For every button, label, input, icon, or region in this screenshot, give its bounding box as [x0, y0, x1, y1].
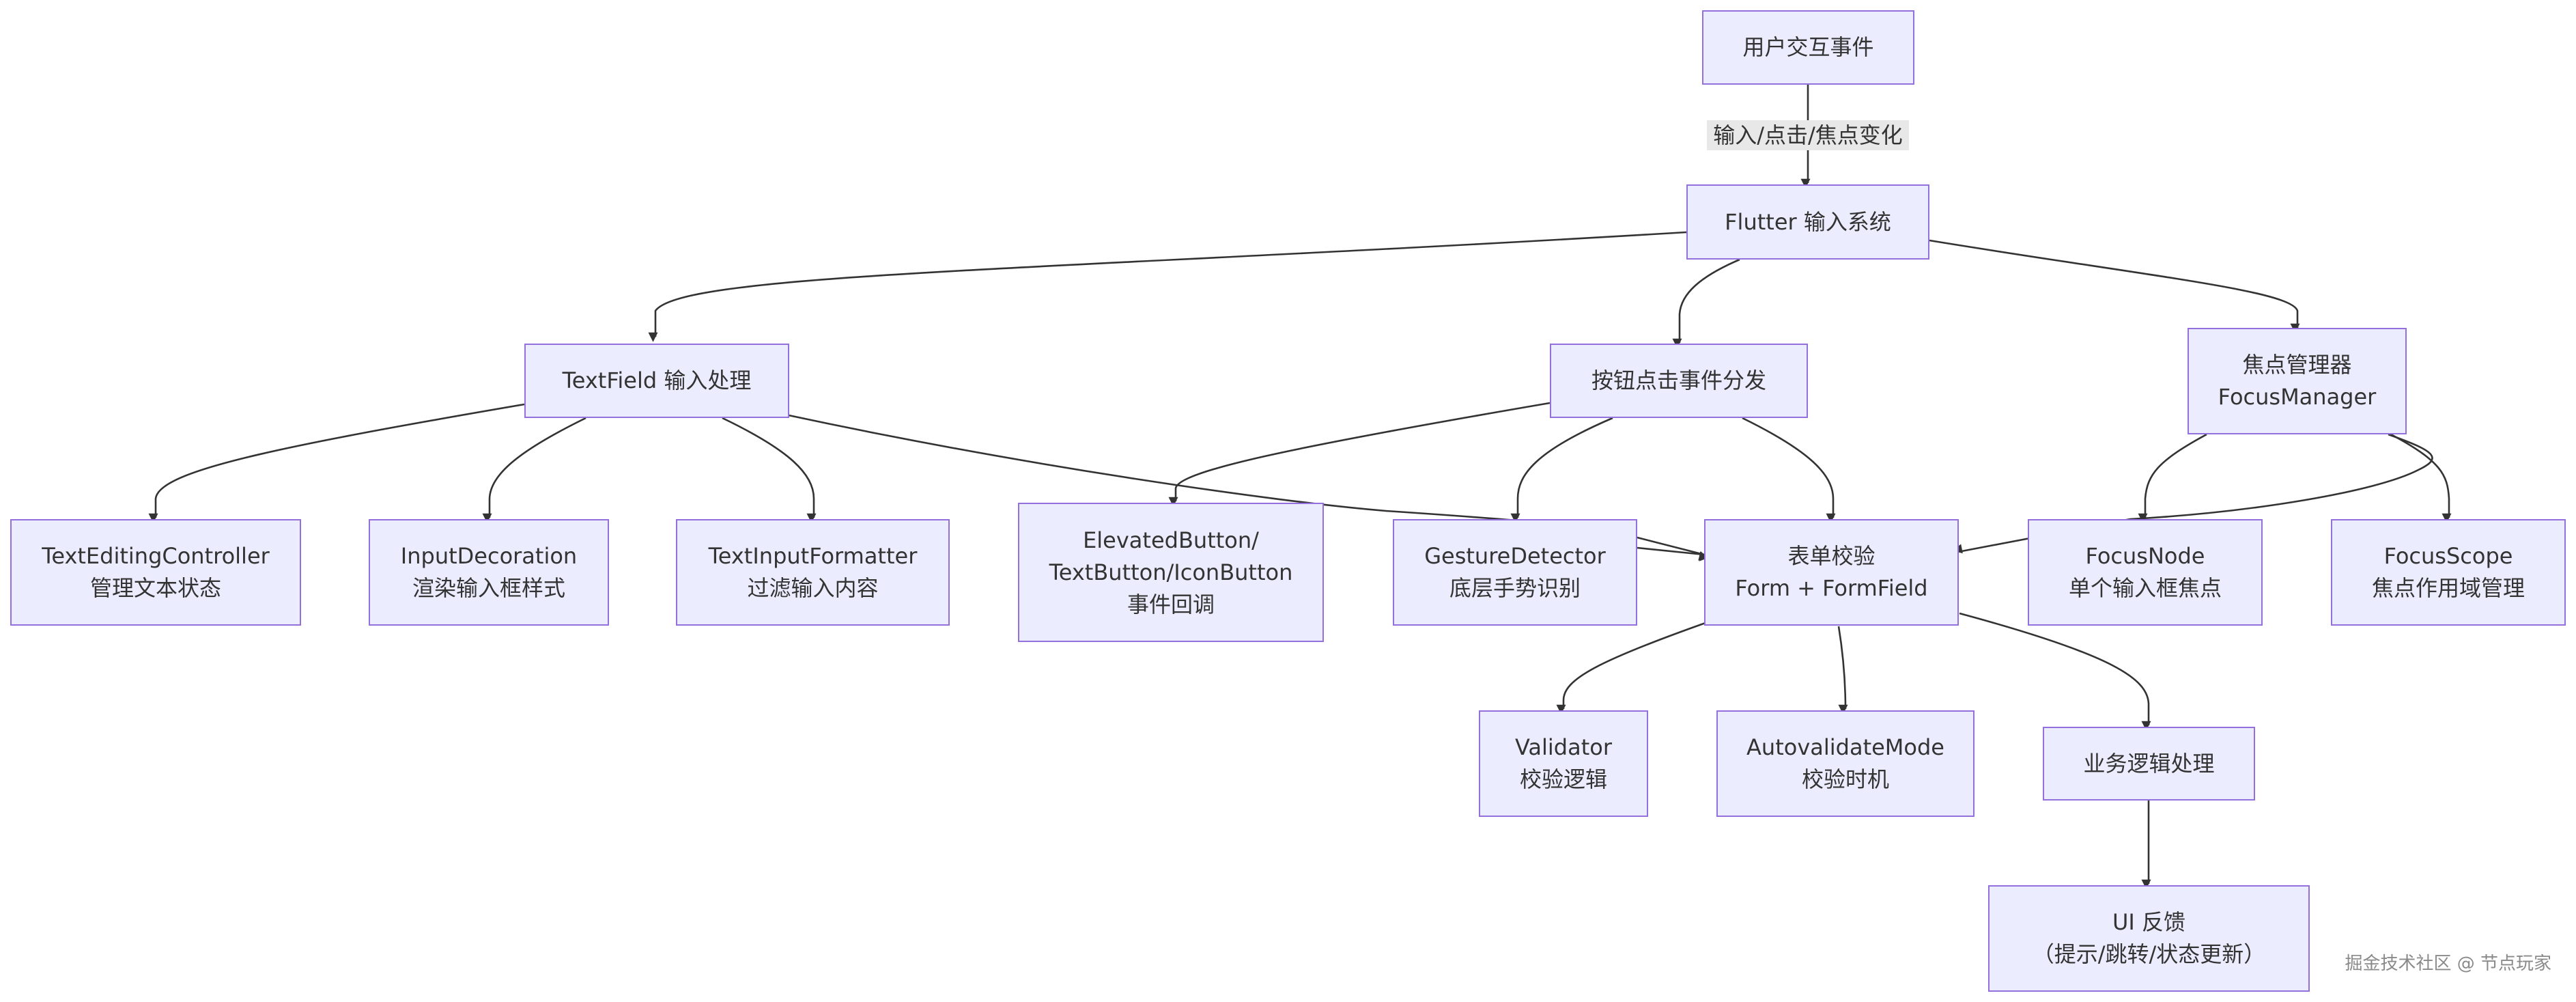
- node-label: TextField 输入处理: [562, 367, 752, 393]
- node-focus-scope: FocusScope 焦点作用域管理: [2331, 519, 2566, 626]
- node-material-buttons: ElevatedButton/ TextButton/IconButton 事件…: [1018, 503, 1324, 642]
- node-gesture-detector: GestureDetector 底层手势识别: [1393, 519, 1637, 626]
- node-sublabel: 单个输入框焦点: [2068, 575, 2222, 601]
- edge-button-dispatch-to-buttons: [1168, 402, 1551, 507]
- node-flutter-input-system: Flutter 输入系统: [1686, 184, 1929, 260]
- node-label: Validator: [1515, 734, 1612, 760]
- node-label: TextInputFormatter: [708, 543, 918, 569]
- node-focus-node: FocusNode 单个输入框焦点: [2028, 519, 2263, 626]
- node-label: FocusNode: [2085, 543, 2205, 569]
- node-sublabel: （提示/跳转/状态更新）: [2032, 941, 2266, 967]
- node-form-validation: 表单校验 Form + FormField: [1704, 519, 1959, 626]
- node-sublabel: TextButton/IconButton: [1049, 559, 1293, 585]
- node-sublabel: 校验逻辑: [1519, 766, 1607, 792]
- edge-label-user-to-flutter: 输入/点击/焦点变化: [1707, 120, 1909, 150]
- edge-button-dispatch-to-gesture-detector: [1510, 417, 1613, 523]
- node-label: Flutter 输入系统: [1725, 208, 1891, 235]
- node-textfield: TextField 输入处理: [524, 344, 789, 418]
- node-label: 焦点管理器: [2242, 352, 2352, 378]
- node-input-decoration: InputDecoration 渲染输入框样式: [369, 519, 609, 626]
- node-sublabel: 渲染输入框样式: [412, 575, 565, 601]
- edge-flutter-to-button-dispatch: [1672, 258, 1740, 348]
- edge-gesture-detector-to-form-validation: [1637, 546, 1710, 561]
- edge-form-validation-to-business-logic: [1959, 612, 2151, 731]
- node-text-input-formatter: TextInputFormatter 过滤输入内容: [676, 519, 950, 626]
- node-sublabel: 事件回调: [1127, 591, 1215, 617]
- node-sublabel: 校验时机: [1801, 766, 1889, 792]
- node-validator: Validator 校验逻辑: [1479, 710, 1648, 817]
- node-sublabel: 焦点作用域管理: [2371, 575, 2525, 601]
- node-autovalidate-mode: AutovalidateMode 校验时机: [1716, 710, 1975, 817]
- edge-focus-manager-to-focus-node: [2138, 433, 2207, 523]
- node-label: GestureDetector: [1424, 543, 1606, 569]
- node-label: UI 反馈: [2112, 909, 2186, 935]
- edge-flutter-to-textfield: [648, 231, 1687, 342]
- node-user-interaction-event: 用户交互事件: [1702, 10, 1914, 85]
- node-sublabel: Form + FormField: [1735, 575, 1928, 601]
- node-ui-feedback: UI 反馈 （提示/跳转/状态更新）: [1988, 885, 2310, 992]
- node-label: 业务逻辑处理: [2083, 750, 2215, 777]
- node-focus-manager: 焦点管理器 FocusManager: [2188, 328, 2407, 434]
- edge-button-dispatch-to-form-validation: [1742, 417, 1836, 523]
- edge-textfield-to-text-input-formatter: [722, 417, 817, 523]
- edge-textfield-to-input-decoration: [482, 417, 586, 523]
- node-sublabel: 管理文本状态: [89, 575, 221, 601]
- node-label: FocusScope: [2383, 543, 2513, 569]
- node-label: 表单校验: [1787, 543, 1876, 569]
- edge-form-validation-to-autovalidate-mode: [1837, 626, 1848, 714]
- node-label: TextEditingController: [42, 543, 270, 569]
- edge-focus-manager-to-form-validation: [1952, 433, 2433, 554]
- watermark: 掘金技术社区 @ 节点玩家: [2345, 954, 2551, 974]
- node-label: 用户交互事件: [1742, 34, 1874, 60]
- node-label: AutovalidateMode: [1746, 734, 1944, 760]
- edge-form-validation-to-validator: [1556, 622, 1706, 714]
- edge-textfield-to-text-editing-controller: [148, 403, 525, 523]
- node-sublabel: FocusManager: [2218, 384, 2377, 410]
- node-business-logic: 业务逻辑处理: [2043, 727, 2255, 801]
- edge-flutter-to-focus-manager: [1929, 239, 2300, 333]
- node-sublabel: 底层手势识别: [1449, 575, 1581, 601]
- node-sublabel: 过滤输入内容: [747, 575, 879, 601]
- node-label: InputDecoration: [400, 543, 578, 569]
- node-label: ElevatedButton/: [1083, 527, 1259, 553]
- node-text-editing-controller: TextEditingController 管理文本状态: [10, 519, 301, 626]
- edge-focus-manager-to-focus-scope: [2390, 433, 2452, 523]
- node-label: 按钮点击事件分发: [1591, 367, 1766, 393]
- node-button-dispatch: 按钮点击事件分发: [1550, 344, 1808, 418]
